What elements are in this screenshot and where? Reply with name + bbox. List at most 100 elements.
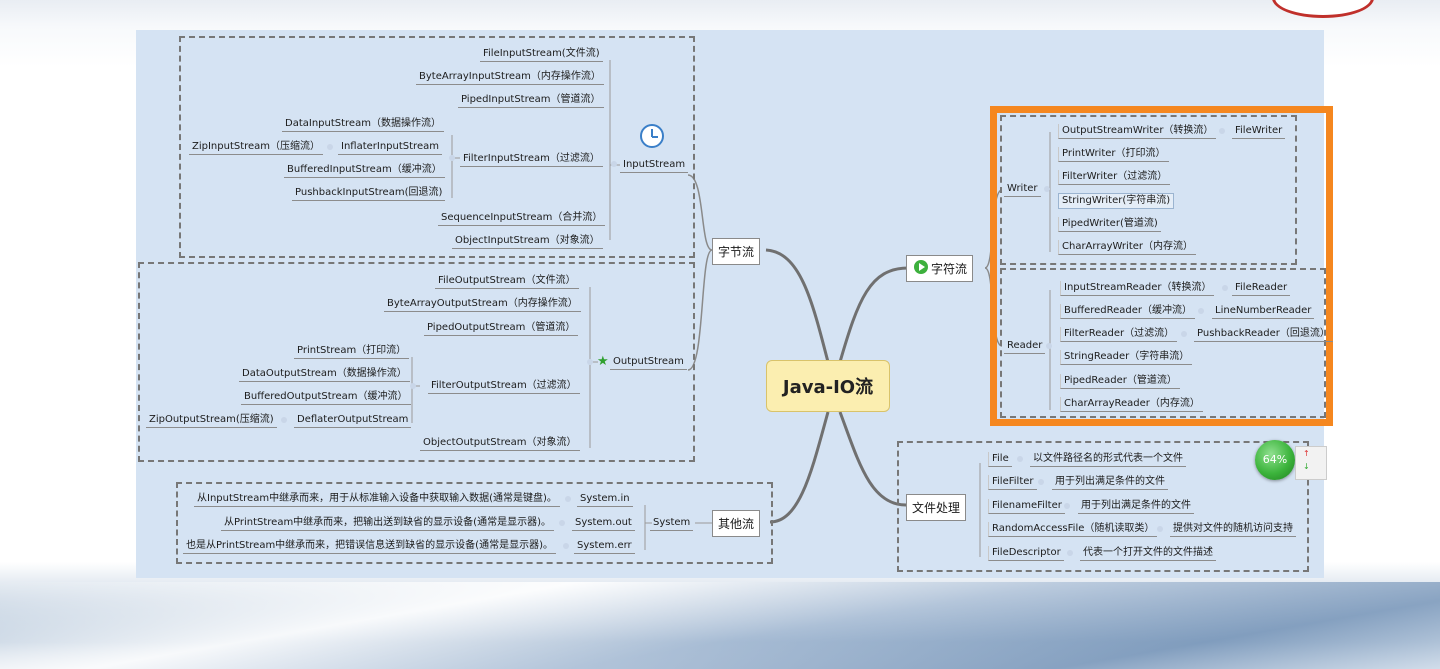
connector-dot bbox=[327, 144, 333, 150]
root-node[interactable]: Java-IO流 bbox=[766, 360, 890, 412]
speed-panel bbox=[1295, 446, 1327, 480]
connector-dot bbox=[1017, 456, 1023, 462]
inputstream-child[interactable]: FileInputStream(文件流) bbox=[480, 47, 603, 62]
connector-dot bbox=[1219, 128, 1225, 134]
inputstream-child[interactable]: ObjectInputStream（对象流） bbox=[452, 234, 603, 249]
inputstream-child[interactable]: SequenceInputStream（合并流） bbox=[438, 211, 606, 226]
branch-char-stream[interactable]: 字符流 bbox=[906, 255, 974, 282]
filter-input-child[interactable]: PushbackInputStream(回退流) bbox=[292, 186, 446, 201]
filter-output-child[interactable]: DataOutputStream（数据操作流） bbox=[239, 367, 410, 382]
file-group bbox=[897, 441, 1309, 572]
file-item-desc: 以文件路径名的形式代表一个文件 bbox=[1030, 452, 1186, 467]
filter-output-child[interactable]: BufferedOutputStream（缓冲流） bbox=[241, 390, 411, 405]
connector-dot bbox=[1046, 343, 1052, 349]
inputstream-child[interactable]: FilterInputStream（过滤流） bbox=[460, 152, 603, 167]
reader-fr-child[interactable]: PushbackReader（回退流） bbox=[1194, 327, 1333, 342]
connector-dot bbox=[410, 383, 416, 389]
branch-other-stream[interactable]: 其他流 bbox=[712, 510, 761, 537]
system-item[interactable]: System.err bbox=[574, 539, 635, 554]
connector-dot bbox=[1044, 186, 1050, 192]
filter-output-child[interactable]: DeflaterOutputStream bbox=[294, 413, 412, 428]
outputstream-child[interactable]: ByteArrayOutputStream（内存操作流） bbox=[384, 297, 581, 312]
system-item-desc: 从InputStream中继承而来，用于从标准输入设备中获取输入数据(通常是键盘… bbox=[194, 492, 560, 507]
file-item[interactable]: FileDescriptor bbox=[988, 546, 1064, 561]
connector-dot bbox=[1064, 503, 1070, 509]
mindmap-canvas bbox=[136, 30, 1324, 578]
writer-child[interactable]: StringWriter(字符串流) bbox=[1058, 193, 1175, 209]
reader-child[interactable]: StringReader（字符串流） bbox=[1060, 350, 1193, 365]
filter-input-child[interactable]: BufferedInputStream（缓冲流） bbox=[284, 163, 445, 178]
other-group bbox=[176, 482, 773, 564]
filter-input-child[interactable]: InflaterInputStream bbox=[338, 140, 442, 155]
connector-dot bbox=[1222, 285, 1228, 291]
arrow-up-icon: ↑ bbox=[1303, 449, 1310, 458]
branch-byte-stream[interactable]: 字节流 bbox=[712, 238, 761, 265]
inputstream-group bbox=[179, 36, 695, 258]
reader-br-child[interactable]: LineNumberReader bbox=[1212, 304, 1315, 319]
star-icon: ★ bbox=[597, 354, 609, 369]
file-item[interactable]: FileFilter bbox=[988, 475, 1037, 490]
writer-group bbox=[1000, 115, 1297, 265]
outputstream-child[interactable]: FileOutputStream（文件流） bbox=[435, 274, 579, 289]
system-item-desc: 从PrintStream中继承而来，把输出送到缺省的显示设备(通常是显示器)。 bbox=[221, 516, 554, 531]
connector-dot bbox=[281, 417, 287, 423]
reader-group bbox=[1000, 268, 1326, 418]
outputstream-group bbox=[138, 262, 695, 462]
writer-child[interactable]: FilterWriter（过滤流） bbox=[1058, 170, 1171, 185]
branch-char-label: 字符流 bbox=[931, 262, 968, 276]
system-item-desc: 也是从PrintStream中继承而来，把错误信息送到缺省的显示设备(通常是显示… bbox=[183, 539, 556, 554]
writer-child[interactable]: PrintWriter（打印流） bbox=[1058, 147, 1169, 162]
connector-dot bbox=[1067, 550, 1073, 556]
system-item[interactable]: System.out bbox=[572, 516, 635, 531]
connector-dot bbox=[449, 155, 455, 161]
reader-child[interactable]: InputStreamReader（转换流） bbox=[1060, 281, 1215, 296]
file-item-desc: 用于列出满足条件的文件 bbox=[1052, 475, 1168, 490]
writer-node[interactable]: Writer bbox=[1004, 182, 1041, 197]
connector-dot bbox=[1198, 308, 1204, 314]
branch-file-processing[interactable]: 文件处理 bbox=[906, 494, 967, 521]
connector-dot bbox=[611, 161, 617, 167]
connector-dot bbox=[563, 543, 569, 549]
background-swoosh bbox=[0, 582, 1440, 669]
reader-child[interactable]: FilterReader（过滤流） bbox=[1060, 327, 1178, 342]
zoom-badge[interactable]: 64% bbox=[1255, 440, 1295, 480]
connector-dot bbox=[565, 496, 571, 502]
outputstream-child[interactable]: ObjectOutputStream（对象流） bbox=[420, 436, 580, 451]
file-item[interactable]: FilenameFilter bbox=[988, 499, 1065, 514]
writer-child[interactable]: CharArrayWriter（内存流） bbox=[1058, 240, 1197, 255]
highlight-frame bbox=[990, 106, 1333, 426]
inputstream-node[interactable]: InputStream bbox=[620, 158, 689, 173]
system-node[interactable]: System bbox=[650, 516, 694, 531]
system-item[interactable]: System.in bbox=[577, 492, 633, 507]
file-item[interactable]: File bbox=[988, 452, 1012, 467]
deflater-output-child[interactable]: ZipOutputStream(压缩流) bbox=[146, 413, 277, 428]
outputstream-child[interactable]: PipedOutputStream（管道流） bbox=[424, 321, 579, 336]
reader-child[interactable]: BufferedReader（缓冲流） bbox=[1060, 304, 1196, 319]
inputstream-child[interactable]: ByteArrayInputStream（内存操作流） bbox=[416, 70, 604, 85]
reader-child[interactable]: CharArrayReader（内存流） bbox=[1060, 397, 1203, 412]
inflater-input-child[interactable]: ZipInputStream（压缩流） bbox=[189, 140, 324, 155]
file-item[interactable]: RandomAccessFile（随机读取类） bbox=[988, 522, 1158, 537]
clock-icon bbox=[640, 124, 664, 148]
connector-dot bbox=[1038, 479, 1044, 485]
filter-input-child[interactable]: DataInputStream（数据操作流） bbox=[282, 117, 444, 132]
inputstream-child[interactable]: PipedInputStream（管道流） bbox=[458, 93, 604, 108]
outputstream-node[interactable]: OutputStream bbox=[610, 355, 687, 370]
reader-isr-child[interactable]: FileReader bbox=[1232, 281, 1291, 296]
file-item-desc: 代表一个打开文件的文件描述 bbox=[1080, 546, 1216, 561]
connector-dot bbox=[1157, 526, 1163, 532]
reader-child[interactable]: PipedReader（管道流） bbox=[1060, 374, 1180, 389]
writer-child[interactable]: PipedWriter(管道流) bbox=[1058, 217, 1161, 232]
writer-osw-child[interactable]: FileWriter bbox=[1232, 124, 1286, 139]
play-icon bbox=[914, 260, 928, 274]
writer-child[interactable]: OutputStreamWriter（转换流） bbox=[1058, 124, 1217, 139]
file-item-desc: 提供对文件的随机访问支持 bbox=[1170, 522, 1296, 537]
connector-dot bbox=[1181, 331, 1187, 337]
connector-dot bbox=[559, 520, 565, 526]
arrow-down-icon: ↓ bbox=[1303, 462, 1310, 471]
outputstream-child[interactable]: FilterOutputStream（过滤流） bbox=[428, 379, 580, 394]
reader-node[interactable]: Reader bbox=[1004, 339, 1046, 354]
file-item-desc: 用于列出满足条件的文件 bbox=[1078, 499, 1194, 514]
connector-dot bbox=[587, 359, 593, 365]
filter-output-child[interactable]: PrintStream（打印流） bbox=[294, 344, 410, 359]
